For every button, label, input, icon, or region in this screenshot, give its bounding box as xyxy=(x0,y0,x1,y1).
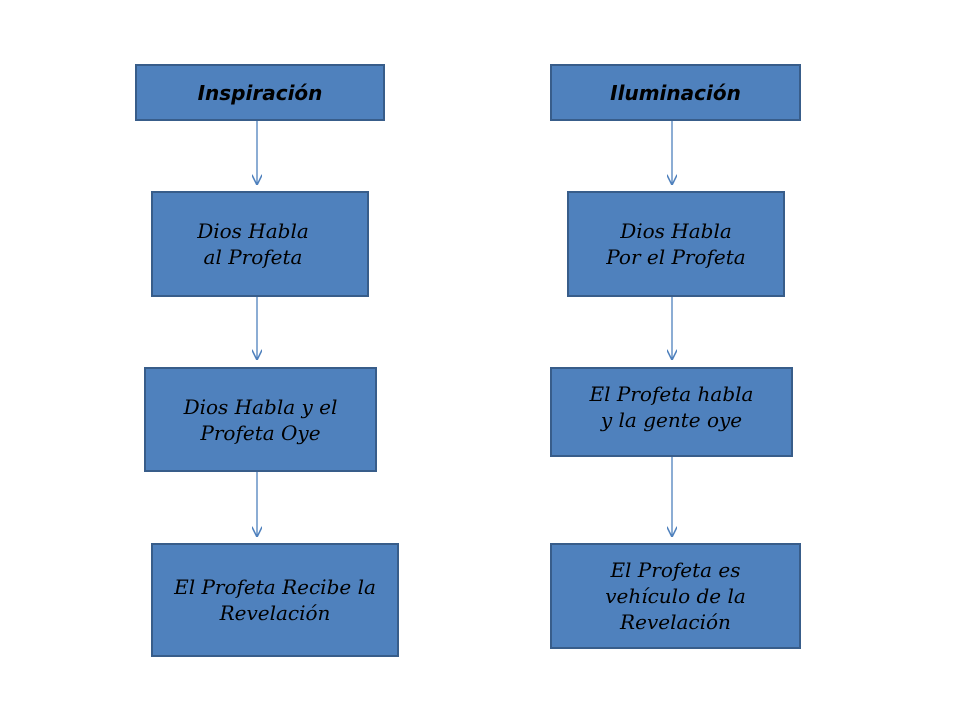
inspiracion-header: Inspiración xyxy=(135,64,385,121)
iluminacion-header: Iluminación xyxy=(550,64,801,121)
left-step-3: El Profeta Recibe la Revelación xyxy=(151,543,399,657)
left-step-1: Dios Habla al Profeta xyxy=(151,191,369,297)
left-step-2: Dios Habla y el Profeta Oye xyxy=(144,367,377,472)
right-step-2: El Profeta habla y la gente oye xyxy=(550,367,793,457)
right-step-3: El Profeta es vehículo de la Revelación xyxy=(550,543,801,649)
right-step-1: Dios Habla Por el Profeta xyxy=(567,191,785,297)
